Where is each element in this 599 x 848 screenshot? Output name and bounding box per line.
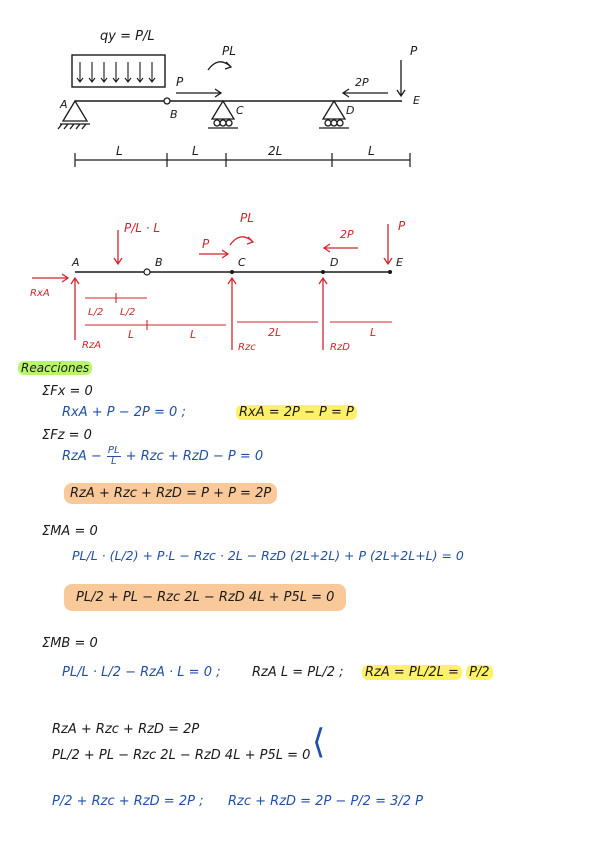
- fbd-node-c: C: [238, 256, 246, 269]
- fz-part-b: + Rzc + RzD − P = 0: [125, 449, 264, 464]
- fbd-node-b: B: [155, 256, 163, 269]
- fbd-force-2p-label: 2P: [340, 228, 354, 241]
- fz-part-a: RzA −: [62, 449, 102, 464]
- rxa-label: RxA: [30, 288, 50, 299]
- sum-ma: ΣMA = 0: [42, 524, 98, 539]
- sum-fz: ΣFz = 0: [42, 428, 92, 443]
- dim-3: 2L: [268, 144, 282, 158]
- rxa-arrow: [32, 273, 70, 283]
- fbd-dim-1: L: [128, 328, 134, 341]
- node-d-label: D: [346, 104, 354, 117]
- fbd-node-e: E: [396, 256, 403, 269]
- dim-4: L: [368, 144, 375, 158]
- sum-mb: ΣMB = 0: [42, 636, 98, 651]
- free-body-diagram: P/L · L PL A B C D E P 2P P RxA RzA Rzc: [30, 211, 406, 353]
- mb-equation: PL/L · L/2 − RzA · L = 0 ;: [62, 665, 221, 680]
- distributed-load-arrows: [76, 62, 156, 83]
- fbd-force-p: [199, 249, 230, 259]
- force-2p-arrow: [341, 88, 388, 98]
- node-e-label: E: [413, 94, 420, 107]
- half-2: L/2: [120, 307, 135, 318]
- fbd-force-p-label: P: [202, 237, 210, 251]
- fbd-dim-4: L: [370, 326, 376, 339]
- system-eq-1: RzA + Rzc + RzD = 2P: [52, 722, 200, 737]
- final-eq-b: Rzc + RzD = 2P − P/2 = 3/2 P: [228, 794, 423, 809]
- force-p-arrow: [176, 88, 223, 98]
- fbd-dimensions: [85, 293, 392, 330]
- fx-equation: RxA + P − 2P = 0 ;: [62, 405, 186, 420]
- resultant-label: P/L · L: [124, 221, 160, 235]
- load-label: qy = P/L: [100, 29, 155, 44]
- rzc-label: Rzc: [238, 342, 256, 353]
- force-p-down-label: P: [410, 44, 418, 58]
- node-c-label: C: [236, 104, 244, 117]
- final-eq-a: P/2 + Rzc + RzD = 2P ;: [52, 794, 204, 809]
- beam-diagram-1: qy = P/L PL P 2P P A B C: [57, 29, 420, 167]
- fbd-node-a: A: [71, 256, 80, 269]
- support-d: [319, 99, 349, 129]
- ma-result: PL/2 + PL − Rzc 2L − RzD 4L + P5L = 0: [64, 584, 347, 611]
- dim-2: L: [192, 144, 199, 158]
- rzc-arrow: [227, 276, 237, 350]
- rzd-arrow: [318, 276, 328, 350]
- fbd-force-p-down: [383, 224, 393, 266]
- fx-result: RxA = 2P − P = P: [236, 405, 357, 420]
- section-title: Reacciones: [18, 361, 93, 375]
- fbd-hinge-b: [143, 268, 151, 276]
- rza-arrow: [70, 276, 80, 340]
- distributed-load-box: [71, 54, 166, 88]
- hinge-b: [163, 97, 171, 105]
- fbd-force-p-down-label: P: [398, 219, 406, 233]
- half-1: L/2: [88, 307, 103, 318]
- rza-label: RzA: [82, 340, 101, 351]
- resultant-arrow: [113, 230, 123, 266]
- mb-result-a: RzA = PL/2L =: [362, 665, 462, 680]
- support-c: [208, 99, 238, 129]
- moment-label: PL: [222, 44, 236, 58]
- support-a: [57, 99, 90, 130]
- force-p-label: P: [176, 75, 184, 89]
- fbd-dim-2: L: [190, 328, 196, 341]
- mb-result-b: P/2: [466, 665, 493, 680]
- rzd-label: RzD: [330, 342, 350, 353]
- system-eq-2: PL/2 + PL − Rzc 2L − RzD 4L + P5L = 0: [52, 748, 311, 763]
- dimension-line: [74, 153, 411, 167]
- sum-fx: ΣFx = 0: [42, 384, 93, 399]
- fbd-node-d: D: [330, 256, 338, 269]
- moment-label-2: PL: [240, 211, 254, 225]
- node-b-label: B: [170, 108, 178, 121]
- force-p-down-arrow: [396, 60, 406, 98]
- fz-result: RzA + Rzc + RzD = P + P = 2P: [64, 483, 278, 504]
- dim-1: L: [116, 144, 123, 158]
- fbd-force-2p: [322, 243, 358, 253]
- mb-mid: RzA L = PL/2 ;: [252, 665, 344, 680]
- fbd-dim-3: 2L: [268, 326, 281, 339]
- ma-equation: PL/L · (L/2) + P·L − Rzc · 2L − RzD (2L+…: [72, 548, 464, 563]
- force-2p-label: 2P: [355, 76, 369, 89]
- system-brace: ⟨: [312, 722, 326, 762]
- node-a-label: A: [59, 98, 68, 111]
